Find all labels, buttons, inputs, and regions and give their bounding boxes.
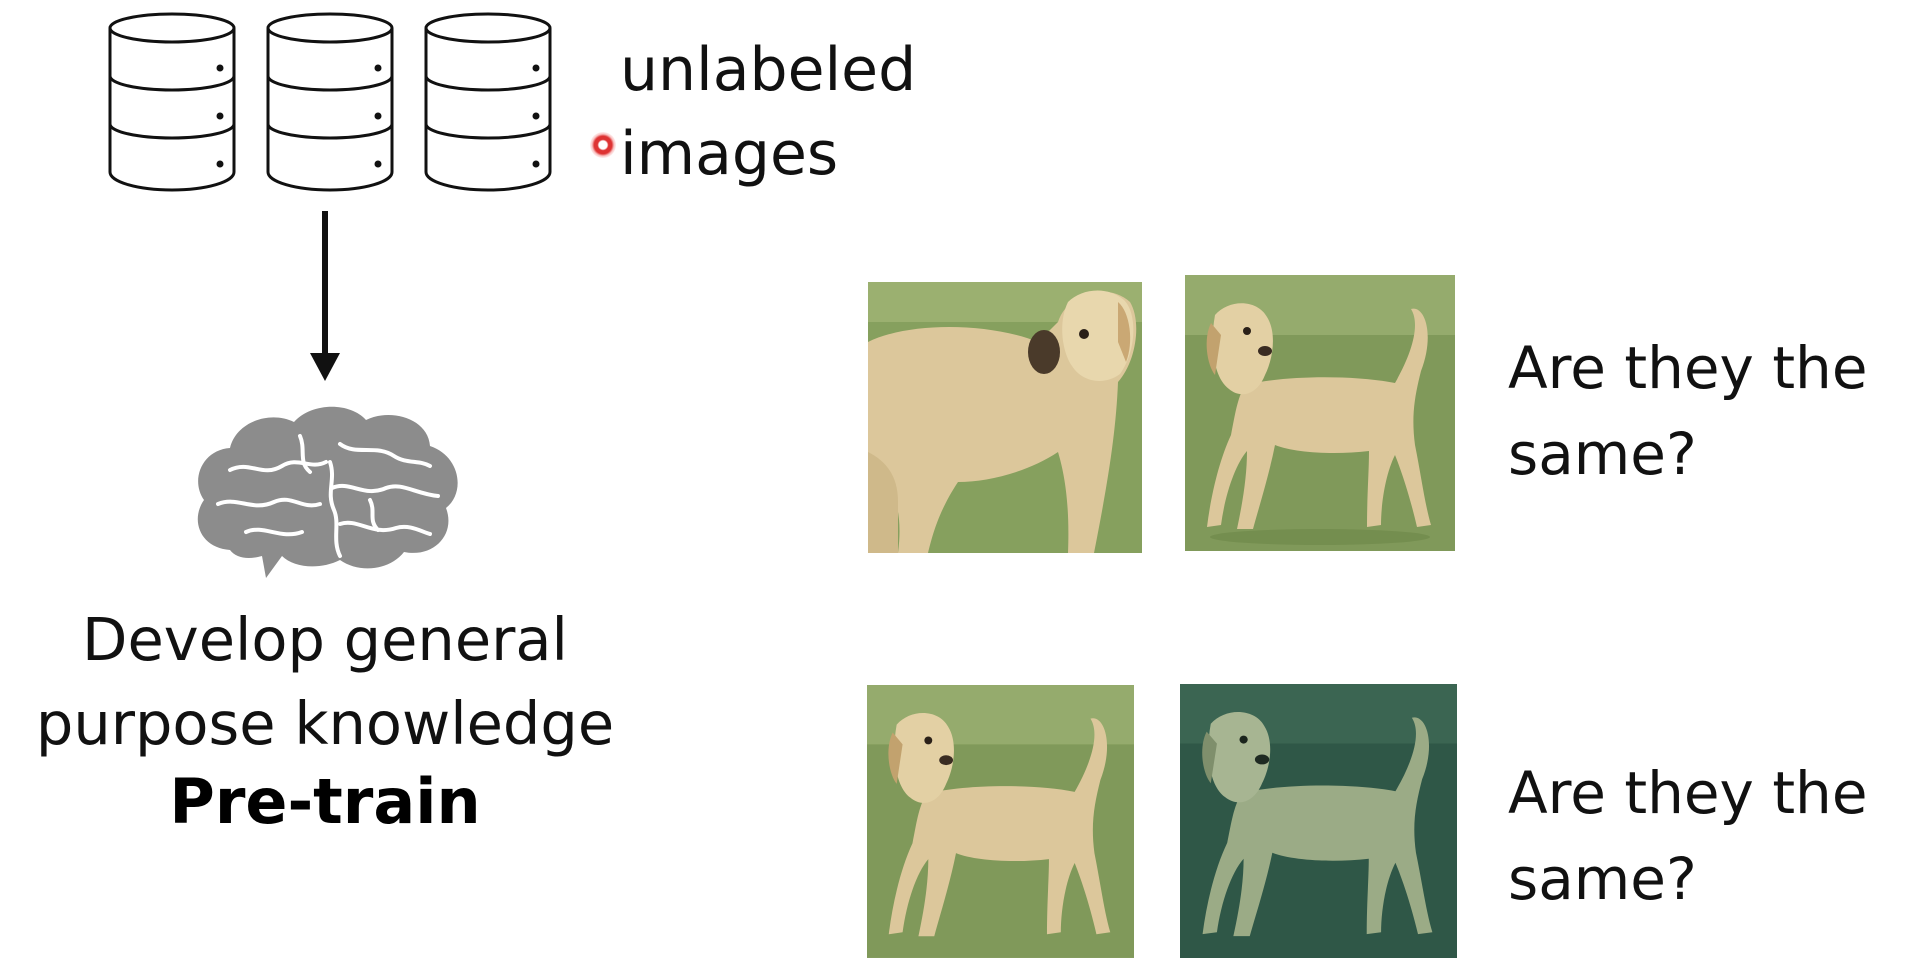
data-label-line1: unlabeled — [620, 35, 917, 105]
dog-photo-original — [867, 685, 1134, 958]
database-icon — [108, 12, 236, 192]
question-2-line2: same? — [1508, 845, 1697, 913]
brain-icon — [197, 406, 458, 578]
pair-question-1: Are they the same? — [1508, 325, 1868, 497]
arrow-down-icon — [310, 211, 340, 381]
pair-question-2: Are they the same? — [1508, 750, 1868, 922]
caption-line1: Develop general — [82, 605, 568, 674]
data-label-line2: images — [620, 119, 839, 189]
question-1-line1: Are they the — [1508, 334, 1868, 402]
dog-photo-color-jitter — [1180, 684, 1457, 958]
question-2-line1: Are they the — [1508, 759, 1868, 827]
question-1-line2: same? — [1508, 420, 1697, 488]
pretrain-title: Pre-train — [169, 765, 481, 838]
dog-photo-full — [1185, 275, 1455, 551]
database-icons — [108, 12, 552, 192]
pretrain-caption: Develop general purpose knowledge — [0, 598, 650, 766]
unlabeled-images-label: unlabeled images — [620, 28, 916, 196]
caption-line2: purpose knowledge — [35, 689, 615, 758]
database-icon — [266, 12, 394, 192]
dog-photo-crop-zoomed — [868, 282, 1142, 553]
laser-pointer-dot — [590, 132, 616, 158]
database-icon — [424, 12, 552, 192]
